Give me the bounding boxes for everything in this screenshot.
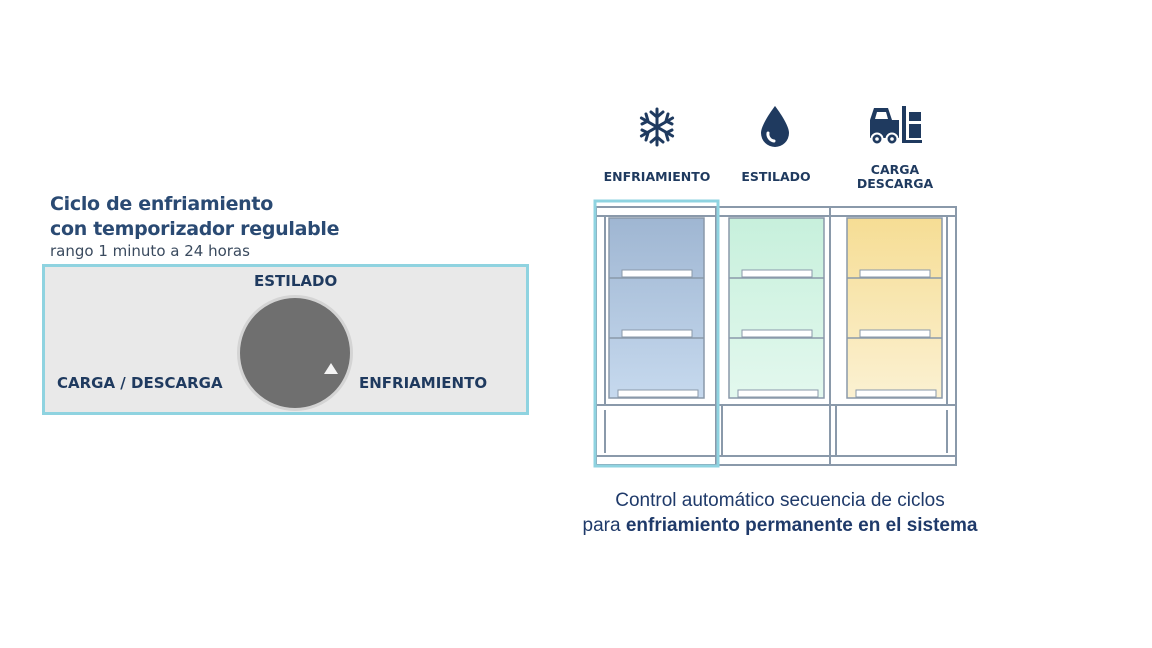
timer-title-line2: con temporizador regulable <box>50 218 340 240</box>
dial-pointer-icon <box>324 363 338 374</box>
caption-line2: para enfriamiento permanente en el siste… <box>520 515 1040 537</box>
caption-line1: Control automático secuencia de ciclos <box>615 490 945 511</box>
stage-label-descarga: DESCARGA <box>856 176 934 191</box>
stage-label-enfriamiento: ENFRIAMIENTO <box>603 169 711 184</box>
timer-dial[interactable] <box>237 295 353 411</box>
water-drop-icon <box>761 106 789 147</box>
snowflake-icon <box>639 107 675 147</box>
bay-enfriamiento <box>608 217 705 399</box>
timer-title-line1: Ciclo de enfriamiento <box>50 193 273 215</box>
caption-bold: enfriamiento permanente en el sistema <box>625 515 978 536</box>
active-cycle-highlight <box>593 199 720 468</box>
dial-label-estilado: ESTILADO <box>254 272 338 290</box>
timer-subtitle: rango 1 minuto a 24 horas <box>50 242 250 260</box>
caption-prefix: para <box>582 515 626 536</box>
forklift-icon <box>870 106 922 146</box>
dial-label-enfriamiento: ENFRIAMIENTO <box>359 374 488 392</box>
stage-label-carga: CARGA <box>870 162 920 177</box>
dial-label-carga-descarga: CARGA / DESCARGA <box>57 374 223 392</box>
stage-label-estilado: ESTILADO <box>741 169 811 184</box>
bay-estilado <box>728 217 825 399</box>
cooling-chamber-diagram <box>593 199 957 468</box>
bay-carga-descarga <box>846 217 943 399</box>
